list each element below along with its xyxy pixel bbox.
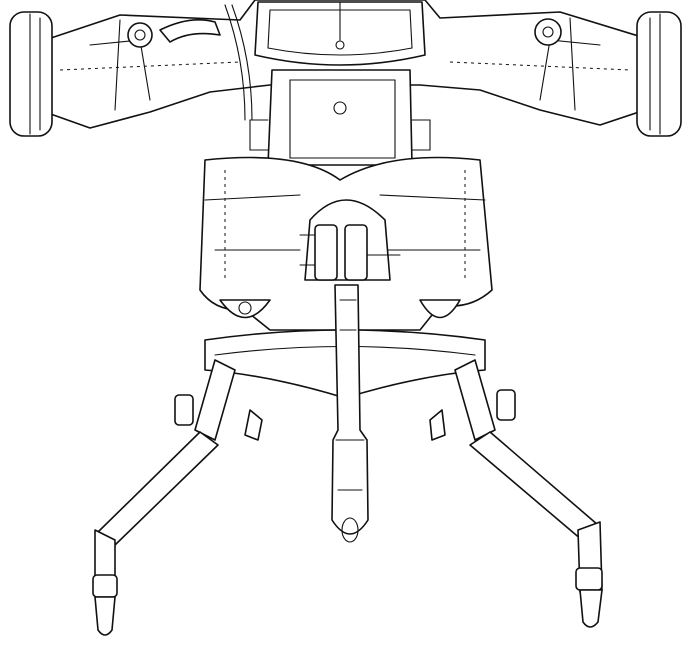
right-wheel-hub	[636, 11, 682, 137]
right-lower-link	[469, 431, 603, 628]
left-lift-arm	[174, 359, 263, 441]
right-lift-arm	[429, 359, 516, 441]
top-link	[331, 284, 369, 543]
hydraulic-unit	[299, 199, 401, 281]
center-cover	[254, 1, 426, 66]
left-lower-link	[92, 431, 219, 636]
left-wheel-hub	[9, 11, 53, 137]
center-tower	[249, 69, 431, 166]
